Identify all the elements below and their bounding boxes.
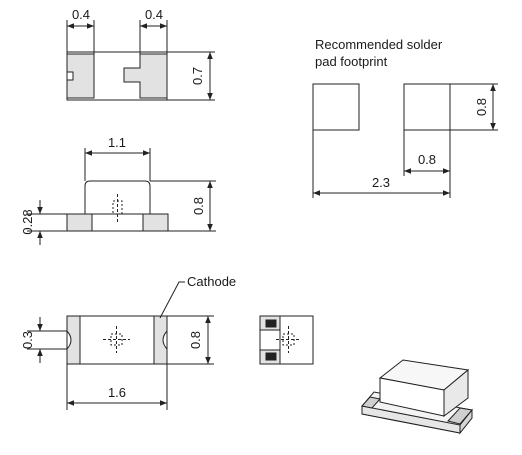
bottom-view-left-pad — [66, 315, 81, 365]
footprint-pad-right — [403, 83, 451, 131]
bottom-view-dim-length: 1.6 — [108, 385, 126, 400]
cathode-leader — [159, 281, 185, 319]
isometric-view — [361, 359, 473, 435]
footprint-dim-pad-height: 0.8 — [474, 98, 489, 116]
top-view-dim-pad-right: 0.4 — [145, 7, 163, 22]
bottom-view-right-pad — [153, 315, 168, 365]
top-view-dim-pad-left: 0.4 — [72, 7, 90, 22]
side-view-dim-terminal: 0.28 — [20, 209, 35, 234]
side-view — [27, 148, 216, 245]
footprint-title-line1: Recommended solder — [315, 37, 443, 52]
top-view-dim-height: 0.7 — [190, 67, 205, 85]
side-view-dim-width: 1.1 — [108, 135, 126, 150]
side-view-right-terminal — [142, 213, 169, 232]
end-view — [259, 315, 314, 365]
footprint-pad-left — [312, 83, 360, 131]
cathode-label: Cathode — [187, 274, 236, 289]
bottom-view-dim-height: 0.8 — [188, 331, 203, 349]
side-view-body — [84, 180, 151, 215]
bottom-view-body — [66, 315, 168, 365]
top-view-right-pad — [123, 53, 168, 99]
iso-right-terminal — [447, 407, 473, 425]
footprint-dim-pad-width: 0.8 — [418, 152, 436, 167]
side-view-dim-height: 0.8 — [191, 197, 206, 215]
iso-body-side — [443, 368, 469, 417]
footprint-title-line2: pad footprint — [315, 54, 388, 69]
footprint — [312, 83, 498, 198]
bottom-view — [27, 281, 214, 410]
bottom-view-dim-notch: 0.3 — [20, 331, 35, 349]
footprint-dim-total-width: 2.3 — [372, 175, 390, 190]
top-view — [66, 20, 215, 101]
top-view-left-pad — [66, 53, 95, 99]
side-view-left-terminal — [66, 213, 93, 232]
